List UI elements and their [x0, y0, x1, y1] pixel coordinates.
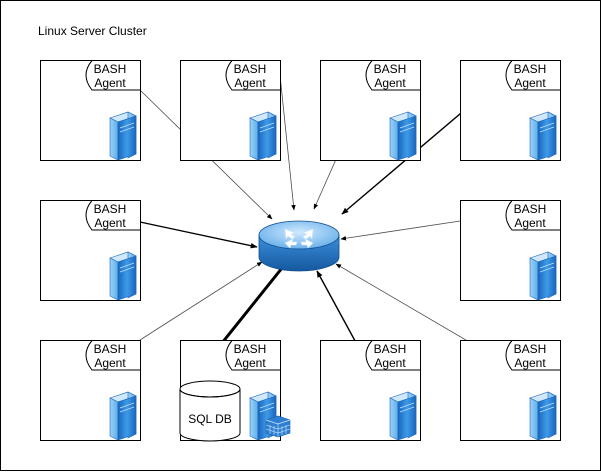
sql-database: SQL DB — [179, 380, 241, 442]
server-icon — [529, 251, 557, 301]
agent-label-line2: Agent — [234, 76, 266, 90]
agent-label-line2: Agent — [514, 356, 546, 370]
agent-label-line2: Agent — [514, 76, 546, 90]
server-nodes: BASHAgentBASHAgentBASHAgentBASHAgentBASH… — [40, 60, 561, 441]
agent-label-line1: BASH — [374, 342, 407, 356]
agent-label-line1: BASH — [94, 202, 127, 216]
agent-label-line2: Agent — [94, 356, 126, 370]
agent-label-line1: BASH — [514, 342, 547, 356]
agent-label-line2: Agent — [514, 216, 546, 230]
table-icon — [265, 415, 291, 438]
server-icon — [389, 391, 417, 441]
connection-edge — [139, 261, 263, 341]
connection-edge — [279, 74, 296, 211]
agent-label-line1: BASH — [234, 342, 267, 356]
server-icon — [529, 391, 557, 441]
server-icon — [389, 111, 417, 161]
agent-label-line1: BASH — [94, 62, 127, 76]
agent-label-line1: BASH — [514, 202, 547, 216]
server-icon — [109, 111, 137, 161]
server-icon — [249, 111, 277, 161]
agent-label-line2: Agent — [374, 76, 406, 90]
router-icon — [258, 220, 340, 272]
server-icon — [529, 111, 557, 161]
database-label: SQL DB — [188, 412, 232, 426]
agent-label-line1: BASH — [234, 62, 267, 76]
connection-edge — [139, 221, 258, 249]
server-icon — [109, 251, 137, 301]
server-icon — [109, 391, 137, 441]
connection-edge — [316, 270, 361, 351]
cluster-title: Linux Server Cluster — [38, 24, 147, 38]
agent-label-line2: Agent — [234, 356, 266, 370]
agent-label-line2: Agent — [374, 356, 406, 370]
agent-label-line1: BASH — [374, 62, 407, 76]
agent-label-line2: Agent — [94, 216, 126, 230]
agent-label-line2: Agent — [94, 76, 126, 90]
agent-label-line1: BASH — [514, 62, 547, 76]
agent-label-line1: BASH — [94, 342, 127, 356]
